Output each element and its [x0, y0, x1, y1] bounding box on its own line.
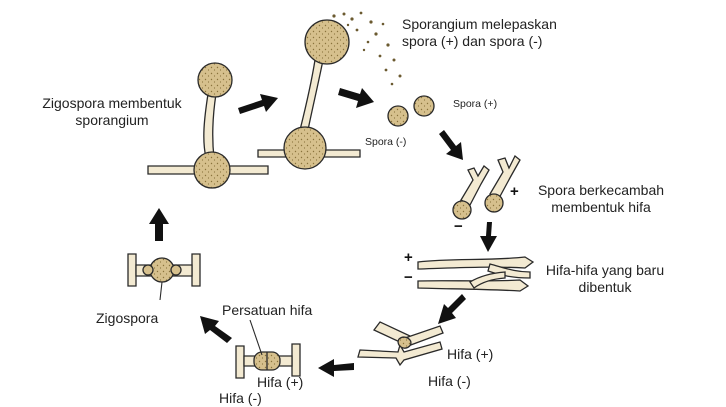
- sign-plus-hyphae: +: [404, 249, 413, 266]
- label-spores-germinate: Spora berkecambah membentuk hifa: [537, 182, 665, 215]
- mature-sporangium: [257, 11, 402, 170]
- label-hypha-plus-right: Hifa (+): [447, 346, 494, 362]
- label-zygospore: Zigospora: [96, 310, 159, 326]
- label-zygospore-forms-sporangium: Zigospora membentuk sporangium: [42, 95, 182, 128]
- label-spore-minus: Spora (-): [365, 136, 407, 148]
- germinating-spores: [452, 154, 521, 220]
- new-hyphae: [417, 256, 535, 292]
- arrow-6: [318, 359, 354, 377]
- arrow-1: [238, 94, 278, 114]
- arrow-4: [480, 222, 497, 252]
- arrow-5: [438, 294, 466, 324]
- arrow-2: [338, 88, 374, 108]
- label-hypha-minus-right: Hifa (-): [428, 373, 471, 389]
- label-new-hyphae: Hifa-hifa yang baru dibentuk: [545, 262, 665, 295]
- label-hyphae-union: Persatuan hifa: [222, 302, 313, 318]
- cycle-arrows: [149, 88, 497, 377]
- spores: [387, 95, 435, 127]
- label-sporangium-release: Sporangium melepaskan spora (+) dan spor…: [402, 16, 557, 49]
- zygospore-with-sporangium: [147, 62, 269, 189]
- arrow-7: [200, 316, 232, 343]
- label-hypha-minus-bottom: Hifa (-): [219, 390, 262, 406]
- hyphae-joining: [357, 321, 444, 367]
- released-spore-dots: [332, 11, 402, 86]
- sign-minus-hyphae: −: [404, 269, 413, 286]
- sign-minus-germinate: −: [454, 218, 463, 235]
- hyphae-fusion: [235, 343, 301, 379]
- pointer-lines: [159, 281, 263, 356]
- label-hypha-plus-bottom: Hifa (+): [257, 374, 304, 390]
- arrow-3: [439, 130, 463, 160]
- sign-plus-germinate: +: [510, 183, 519, 200]
- label-spore-plus: Spora (+): [453, 98, 498, 110]
- arrow-8: [149, 208, 169, 241]
- zygospore-stage: [127, 253, 201, 287]
